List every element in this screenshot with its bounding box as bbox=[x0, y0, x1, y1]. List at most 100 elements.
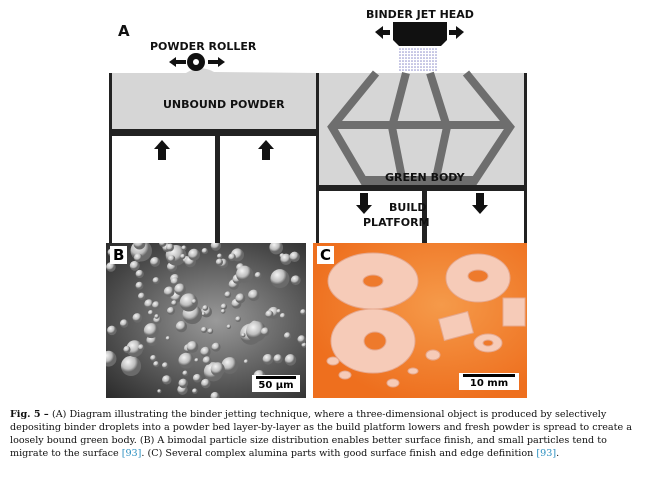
particle bbox=[192, 373, 202, 383]
droplet bbox=[423, 57, 425, 59]
particle bbox=[300, 309, 306, 316]
droplet bbox=[411, 66, 413, 68]
droplet bbox=[399, 66, 401, 68]
droplet bbox=[435, 60, 437, 62]
citation-link[interactable]: [93] bbox=[121, 448, 142, 459]
particle bbox=[165, 336, 171, 341]
particle bbox=[191, 299, 197, 305]
particle bbox=[210, 391, 220, 398]
droplet bbox=[432, 48, 434, 50]
droplet bbox=[402, 69, 404, 71]
panel-b-label: B bbox=[110, 246, 128, 264]
particle bbox=[158, 243, 167, 247]
scale-bar-b: 50 µm bbox=[252, 375, 300, 392]
droplet bbox=[426, 66, 428, 68]
citation-link[interactable]: [93] bbox=[536, 448, 557, 459]
droplet bbox=[408, 63, 410, 65]
particle bbox=[135, 269, 144, 279]
particle bbox=[200, 346, 211, 358]
droplet bbox=[417, 69, 419, 71]
droplet bbox=[408, 57, 410, 59]
green-body-base bbox=[362, 176, 476, 185]
droplet bbox=[414, 57, 416, 59]
particle bbox=[228, 253, 236, 261]
particle bbox=[276, 309, 282, 314]
binder-jet-head-icon bbox=[375, 22, 464, 46]
droplet bbox=[432, 57, 434, 59]
droplet bbox=[417, 54, 419, 56]
particle bbox=[152, 277, 160, 285]
particle bbox=[192, 388, 198, 394]
particle bbox=[137, 344, 145, 351]
particle bbox=[210, 362, 225, 377]
particle bbox=[270, 269, 290, 289]
droplet bbox=[420, 48, 422, 50]
droplet bbox=[423, 48, 425, 50]
droplet bbox=[411, 48, 413, 50]
particle bbox=[220, 309, 226, 314]
panel-c-photo: C 10 mm bbox=[313, 243, 527, 398]
droplet bbox=[405, 60, 407, 62]
droplet bbox=[417, 48, 419, 50]
right-wall bbox=[524, 73, 527, 243]
droplet bbox=[402, 48, 404, 50]
scale-bar-c: 10 mm bbox=[459, 373, 519, 390]
particle bbox=[210, 243, 222, 251]
droplet bbox=[432, 60, 434, 62]
droplet bbox=[420, 54, 422, 56]
droplet bbox=[408, 48, 410, 50]
droplet bbox=[405, 54, 407, 56]
droplet bbox=[414, 69, 416, 71]
green-body-label: GREEN BODY bbox=[385, 171, 465, 184]
droplet bbox=[429, 66, 431, 68]
droplet bbox=[423, 51, 425, 53]
droplet bbox=[399, 69, 401, 71]
particle bbox=[157, 389, 162, 394]
caption-text: (A) Diagram illustrating the binder jett… bbox=[10, 409, 632, 459]
droplet bbox=[435, 69, 437, 71]
unbound-powder-label: UNBOUND POWDER bbox=[163, 98, 285, 111]
droplet bbox=[408, 51, 410, 53]
particle bbox=[273, 354, 283, 364]
particle bbox=[144, 299, 154, 309]
droplet bbox=[420, 60, 422, 62]
particle bbox=[297, 335, 306, 344]
particle bbox=[289, 251, 300, 263]
build-platform-label-2: PLATFORM bbox=[363, 216, 430, 229]
caption-text: . bbox=[556, 448, 560, 459]
droplet bbox=[405, 66, 407, 68]
droplet bbox=[429, 57, 431, 59]
droplet bbox=[429, 60, 431, 62]
particle bbox=[138, 292, 146, 301]
droplet bbox=[414, 66, 416, 68]
particle bbox=[235, 316, 242, 322]
droplet bbox=[435, 54, 437, 56]
particle bbox=[211, 342, 221, 352]
particle bbox=[175, 321, 188, 333]
particle bbox=[221, 357, 239, 374]
droplet bbox=[402, 63, 404, 65]
particle bbox=[207, 328, 214, 335]
particle bbox=[161, 362, 169, 369]
panel-b-sem-image: B 50 µm bbox=[106, 243, 306, 398]
droplet bbox=[435, 48, 437, 50]
droplet bbox=[399, 57, 401, 59]
particle bbox=[170, 277, 180, 286]
particle bbox=[180, 253, 186, 260]
droplet bbox=[429, 69, 431, 71]
particle bbox=[133, 253, 143, 263]
particle bbox=[226, 324, 232, 329]
particle bbox=[119, 319, 129, 328]
particle bbox=[290, 275, 301, 286]
particle bbox=[171, 300, 178, 307]
arrow-down-icon bbox=[356, 193, 488, 214]
droplet bbox=[402, 57, 404, 59]
particle bbox=[147, 309, 154, 316]
droplet bbox=[426, 60, 428, 62]
particle bbox=[235, 293, 246, 304]
droplet bbox=[420, 69, 422, 71]
particle bbox=[154, 314, 160, 319]
panel-c-label: C bbox=[317, 246, 335, 264]
particle bbox=[301, 342, 306, 348]
droplet bbox=[429, 48, 431, 50]
